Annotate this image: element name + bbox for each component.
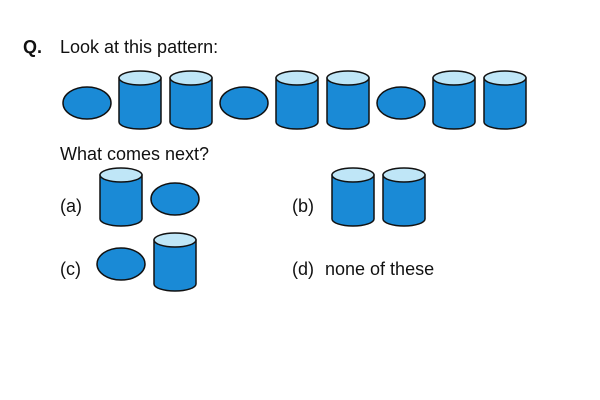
question-number: Q.: [23, 37, 43, 57]
option-a-cylinder-icon[interactable]: [98, 167, 144, 227]
question-prompt: Look at this pattern:: [60, 37, 219, 57]
pattern-shape-9-cylinder-icon: [483, 70, 527, 130]
pattern-shape-3-cylinder-icon: [169, 70, 213, 130]
option-d-text[interactable]: none of these: [325, 259, 435, 279]
pattern-shape-8-cylinder-icon: [432, 70, 476, 130]
question-sub-prompt: What comes next?: [60, 144, 210, 164]
pattern-shape-6-cylinder-icon: [326, 70, 370, 130]
option-b-label[interactable]: (b): [292, 196, 314, 216]
option-c-cylinder-icon[interactable]: [152, 232, 198, 292]
option-c-ellipse-icon[interactable]: [96, 246, 146, 282]
option-d-label[interactable]: (d): [292, 259, 314, 279]
option-c-label[interactable]: (c): [60, 259, 81, 279]
option-b-cylinder-1-icon[interactable]: [330, 167, 376, 227]
pattern-shape-5-cylinder-icon: [275, 70, 319, 130]
pattern-shape-1-ellipse-icon: [62, 86, 112, 120]
option-a-ellipse-icon[interactable]: [150, 181, 200, 217]
pattern-shape-2-cylinder-icon: [118, 70, 162, 130]
pattern-shape-7-ellipse-icon: [376, 86, 426, 120]
pattern-shape-4-ellipse-icon: [219, 86, 269, 120]
option-a-label[interactable]: (a): [60, 196, 82, 216]
option-b-cylinder-2-icon[interactable]: [381, 167, 427, 227]
